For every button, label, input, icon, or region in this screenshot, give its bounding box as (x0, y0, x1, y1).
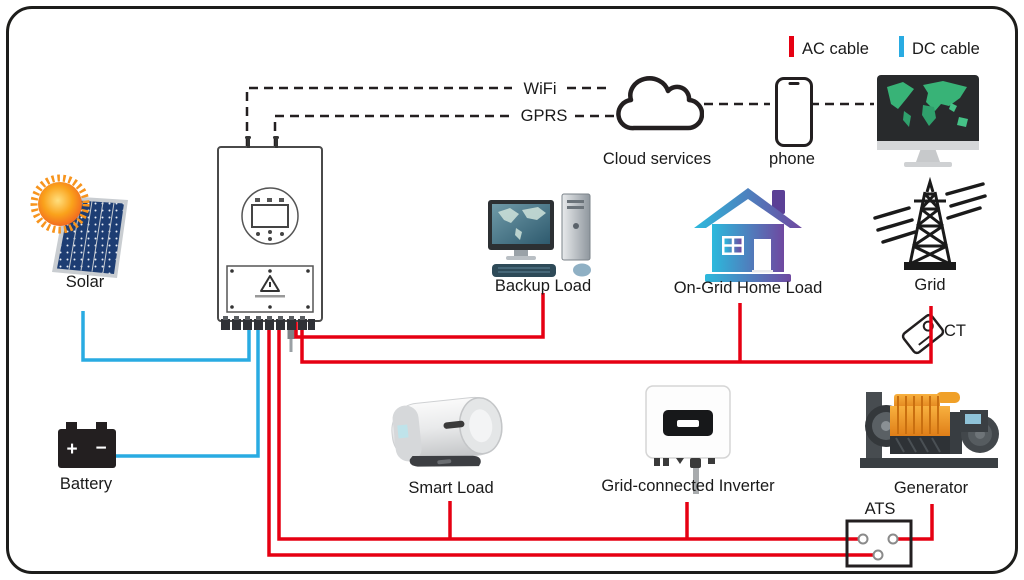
grid-connected-inverter-label: Grid-connected Inverter (601, 477, 775, 495)
ac-cables (267, 293, 934, 557)
phone-notch (788, 82, 800, 85)
mouse (573, 263, 591, 277)
ct-sensor-icon (901, 313, 945, 355)
house-door (754, 239, 771, 270)
antenna-icon (273, 136, 279, 148)
generator-screen (965, 414, 981, 424)
svg-text:−: − (95, 438, 106, 459)
generator-label: Generator (893, 479, 969, 497)
monitor-icon (877, 75, 979, 167)
phone-label: phone (769, 150, 815, 168)
hybrid-inverter (217, 136, 323, 322)
ct-label: CT (944, 322, 966, 340)
inverter-cable (693, 468, 699, 494)
monitor-screen (877, 75, 979, 141)
house-window (722, 236, 744, 255)
cloud-services-label: Cloud services (602, 150, 712, 168)
grid-connected-inverter-icon (642, 384, 736, 496)
warning-panel (226, 265, 314, 313)
world-map (887, 81, 968, 127)
ats-label: ATS (864, 500, 896, 518)
battery-label: Battery (59, 475, 113, 493)
monitor-chin (877, 141, 979, 150)
dc-cables (81, 311, 260, 458)
cloud-icon (612, 74, 704, 140)
solar-label: Solar (65, 273, 105, 291)
monitor-stand (916, 150, 940, 162)
dc-cable-swatch (899, 36, 904, 57)
phone-icon (775, 77, 813, 147)
inverter-connectors (221, 316, 315, 332)
wifi-label: WiFi (523, 80, 557, 98)
comm-dashed-lines (245, 86, 874, 146)
solar-panel-icon (22, 172, 142, 284)
home-load-icon (688, 182, 808, 284)
smart-load-label: Smart Load (408, 479, 494, 497)
generator-icon (856, 384, 1004, 476)
keyboard (492, 264, 556, 277)
sun-icon (30, 174, 90, 234)
warning-triangle-icon (260, 275, 280, 292)
ats-box (845, 519, 913, 568)
battery-icon: + − (56, 420, 120, 470)
svg-text:+: + (66, 439, 77, 460)
monitor-base (904, 162, 952, 167)
grid-tower-icon (872, 176, 990, 274)
ac-cable-swatch (789, 36, 794, 57)
backup-load-label: Backup Load (494, 277, 592, 295)
dc-cable-label: DC cable (912, 40, 980, 58)
lcd-display (251, 198, 289, 241)
ongrid-home-load-label: On-Grid Home Load (673, 279, 823, 297)
smart-load-icon (382, 384, 522, 476)
ac-cable-label: AC cable (802, 40, 869, 58)
gprs-label: GPRS (520, 107, 568, 125)
pc-monitor (488, 200, 554, 260)
grid-label: Grid (914, 276, 946, 294)
backup-load-icon (486, 192, 604, 282)
antenna-icon (245, 136, 251, 148)
